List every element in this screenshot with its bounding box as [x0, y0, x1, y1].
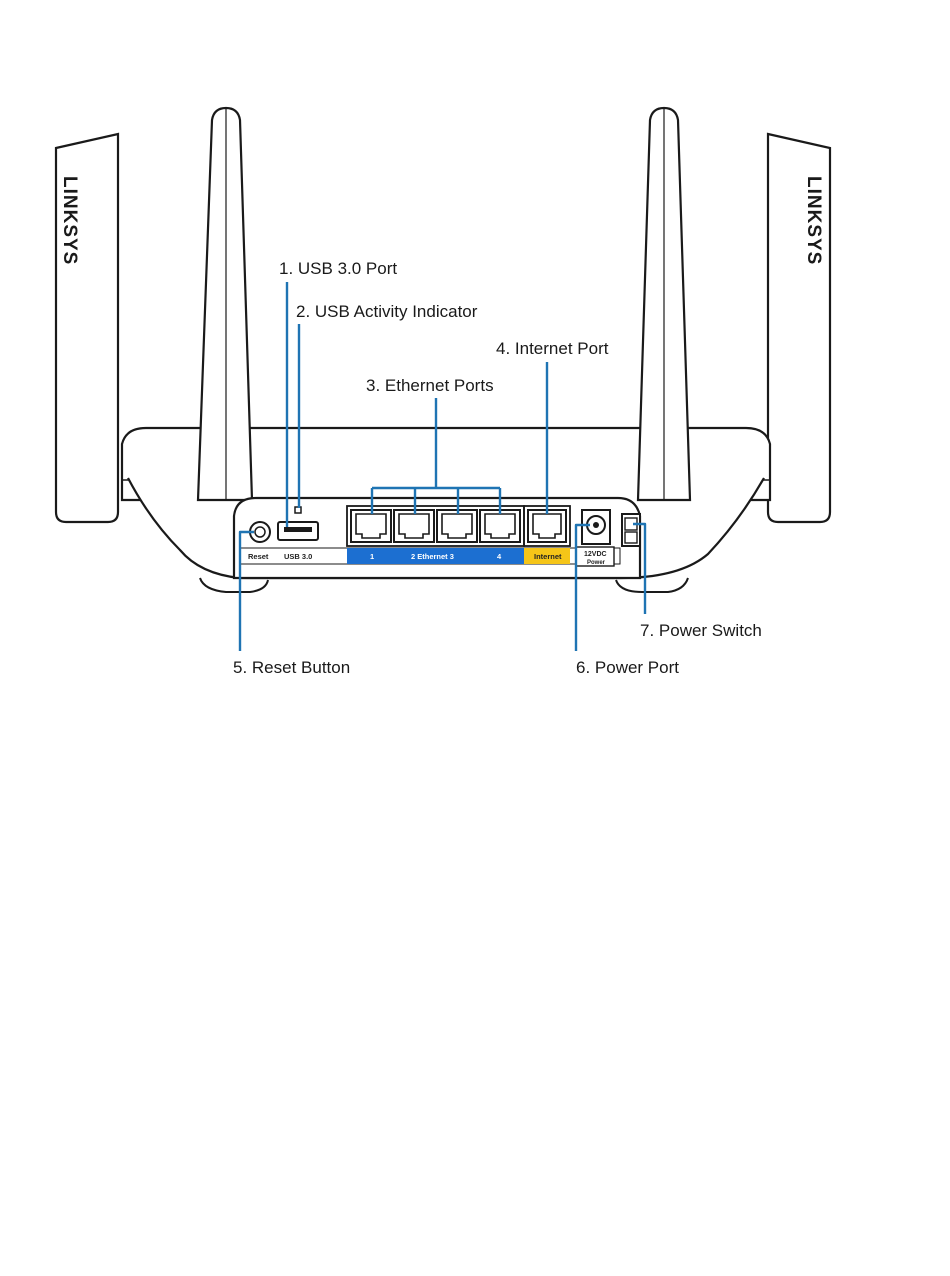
ethernet-port-4 [480, 510, 520, 542]
callout-power-port: 6. Power Port [576, 658, 679, 677]
power-switch [622, 514, 640, 546]
left-antenna [198, 108, 252, 500]
label-reset: Reset [248, 552, 269, 561]
callout-ethernet-ports: 3. Ethernet Ports [366, 376, 494, 395]
label-eth-1: 1 [370, 552, 374, 561]
left-linksys-logo: LINKSYS [59, 176, 80, 265]
label-power: Power [587, 560, 606, 566]
ethernet-port-3 [437, 510, 477, 542]
label-usb: USB 3.0 [284, 552, 312, 561]
power-port [582, 510, 610, 544]
callout-usb-activity: 2. USB Activity Indicator [296, 302, 478, 321]
ethernet-port-2 [394, 510, 434, 542]
right-side-panel: LINKSYS [768, 134, 830, 522]
callout-usb-port: 1. USB 3.0 Port [279, 259, 397, 278]
callout-internet-port: 4. Internet Port [496, 339, 609, 358]
label-internet: Internet [534, 552, 562, 561]
usb-port [278, 522, 318, 540]
port-panel: Reset USB 3.0 1 2 Ethernet 3 4 Internet … [234, 498, 640, 578]
callout-reset-button: 5. Reset Button [233, 658, 350, 677]
callout-power-switch: 7. Power Switch [640, 621, 762, 640]
port-label-strip: Reset USB 3.0 1 2 Ethernet 3 4 Internet … [240, 547, 620, 566]
left-side-panel: LINKSYS [56, 134, 118, 522]
ethernet-port-1 [351, 510, 391, 542]
right-linksys-logo: LINKSYS [803, 176, 824, 265]
label-eth-middle: 2 Ethernet 3 [411, 552, 454, 561]
label-power-voltage: 12VDC [584, 551, 607, 558]
right-antenna [638, 108, 690, 500]
